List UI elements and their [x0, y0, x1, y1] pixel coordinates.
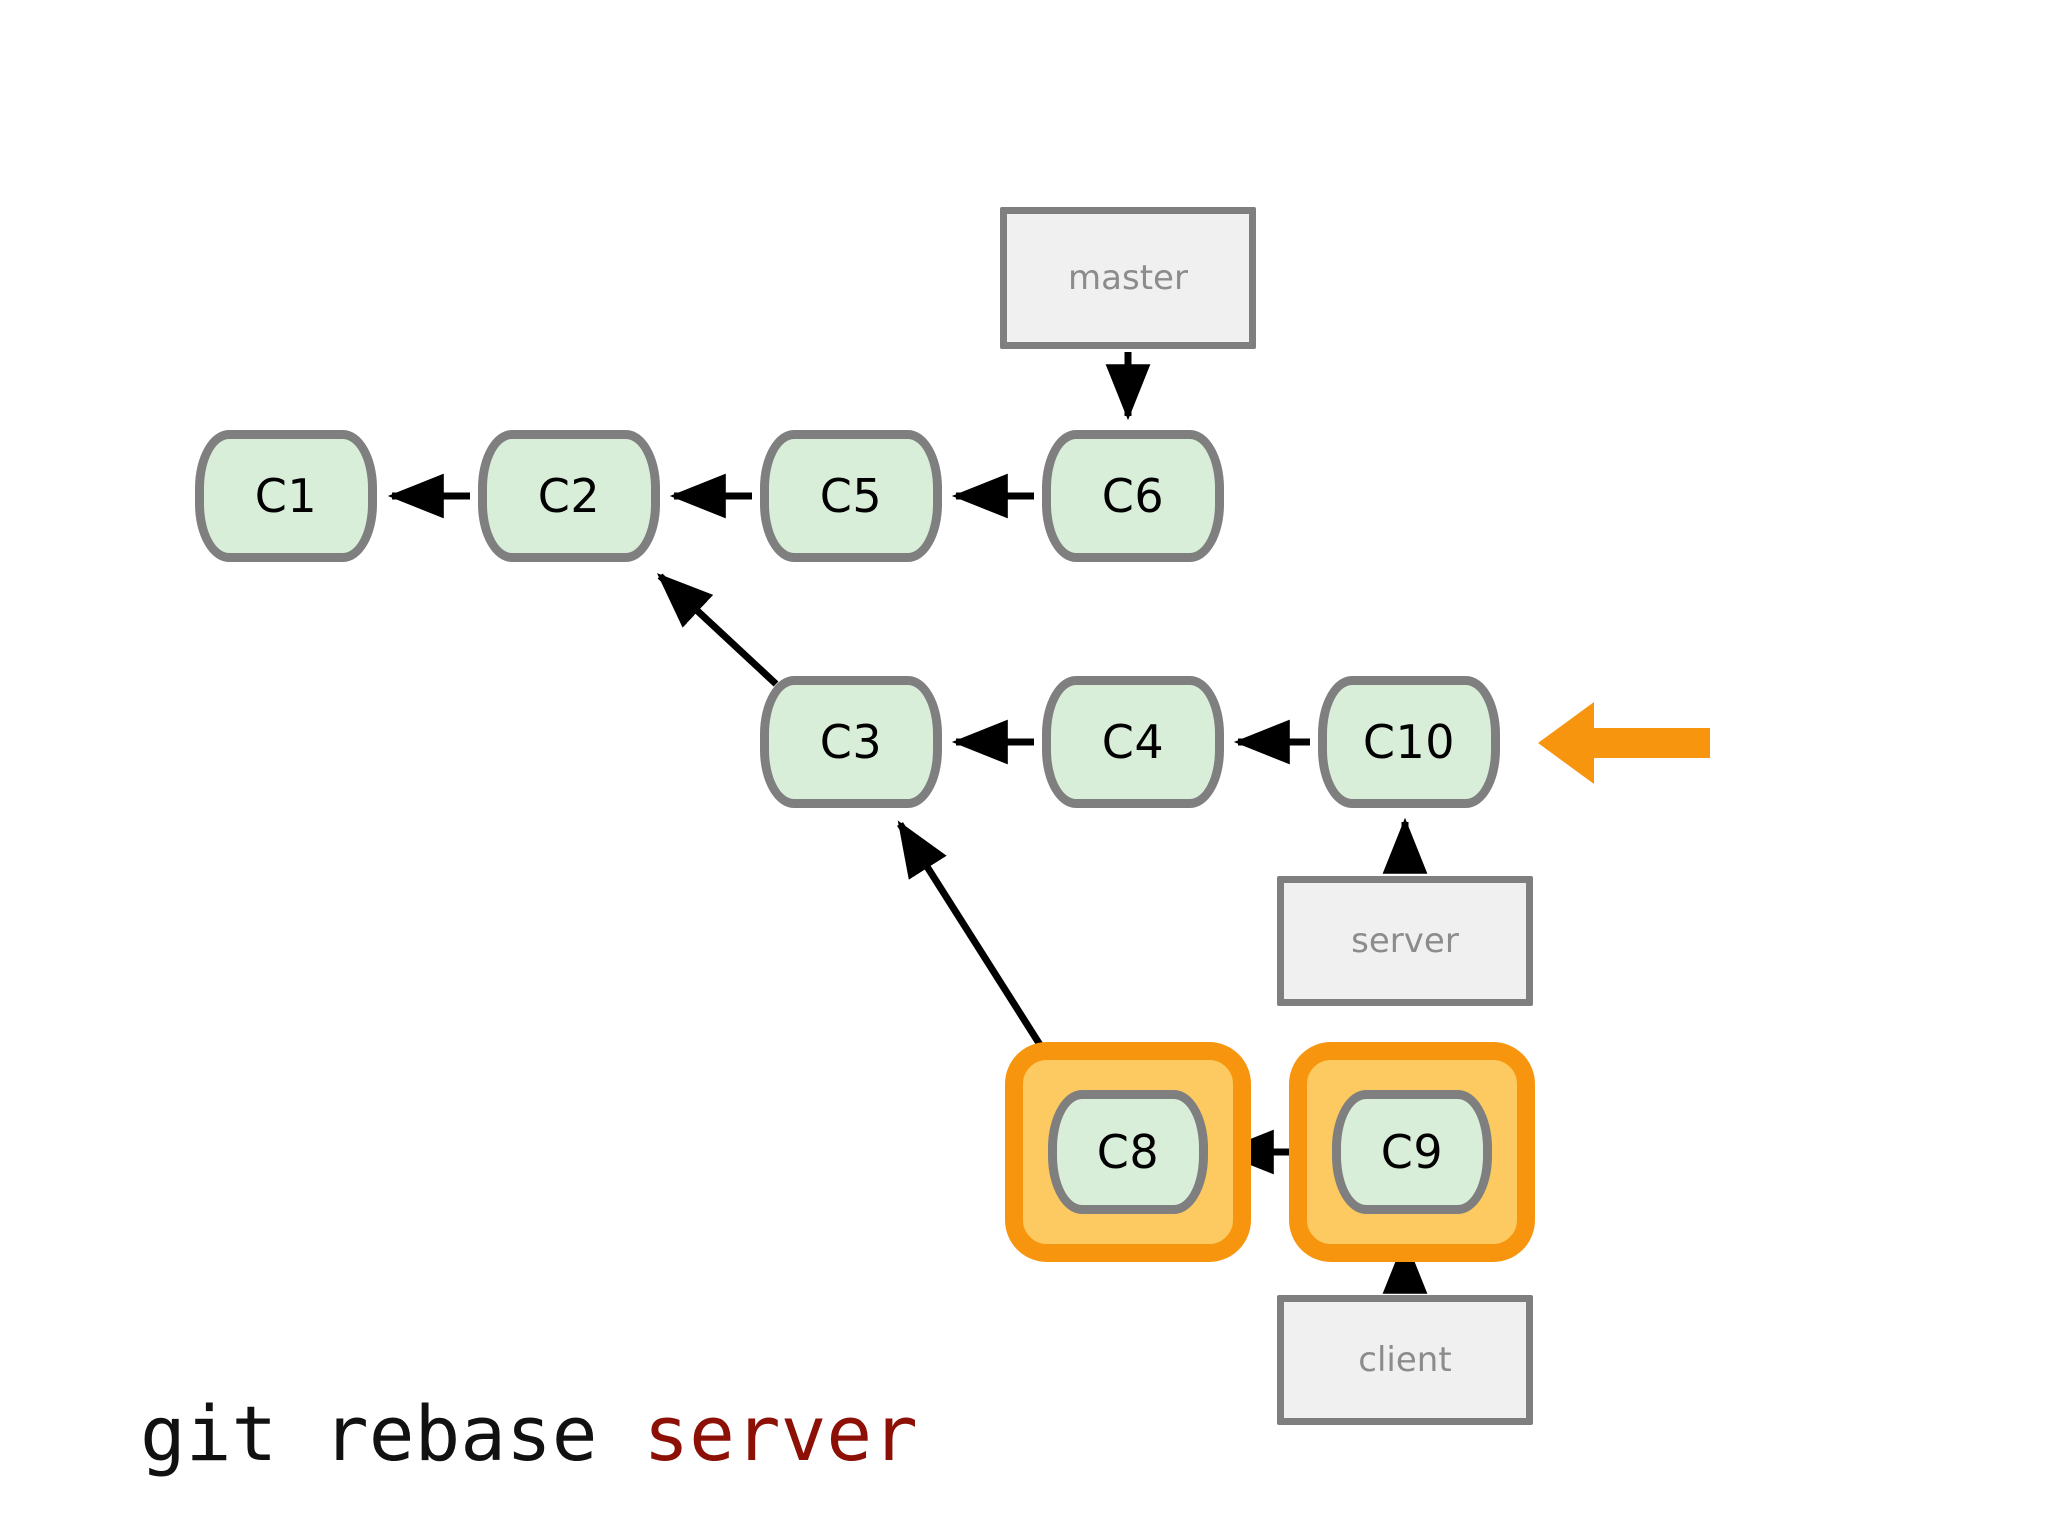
commit-node-c4[interactable]: C4: [1042, 676, 1224, 808]
commit-label-c1: C1: [254, 469, 318, 523]
commit-node-c5[interactable]: C5: [760, 430, 942, 562]
commit-label-c5: C5: [819, 469, 883, 523]
commit-label-c8: C8: [1096, 1125, 1160, 1179]
commit-label-c10: C10: [1362, 715, 1456, 769]
commit-node-c9[interactable]: C9: [1332, 1090, 1492, 1214]
commit-label-c3: C3: [819, 715, 883, 769]
commit-node-c10[interactable]: C10: [1318, 676, 1500, 808]
caption-argument: server: [643, 1389, 918, 1478]
commit-label-c4: C4: [1101, 715, 1165, 769]
commit-label-c2: C2: [537, 469, 601, 523]
branch-label-master[interactable]: master: [1000, 207, 1256, 349]
commit-node-c8[interactable]: C8: [1048, 1090, 1208, 1214]
commit-label-c9: C9: [1380, 1125, 1444, 1179]
attention-arrow-icon: [1538, 702, 1710, 784]
branch-label-server[interactable]: server: [1277, 876, 1533, 1006]
branch-label-master-text: master: [1068, 258, 1188, 298]
commit-node-c1[interactable]: C1: [195, 430, 377, 562]
edge-c3-c2: [656, 573, 779, 687]
branch-label-server-text: server: [1351, 921, 1459, 961]
caption-command: git rebase: [140, 1389, 644, 1478]
commit-label-c6: C6: [1101, 469, 1165, 523]
branch-label-client-text: client: [1358, 1340, 1452, 1380]
commit-node-c3[interactable]: C3: [760, 676, 942, 808]
caption: git rebase server: [140, 1396, 918, 1472]
commit-node-c6[interactable]: C6: [1042, 430, 1224, 562]
commit-node-c2[interactable]: C2: [478, 430, 660, 562]
branch-label-client[interactable]: client: [1277, 1295, 1533, 1425]
